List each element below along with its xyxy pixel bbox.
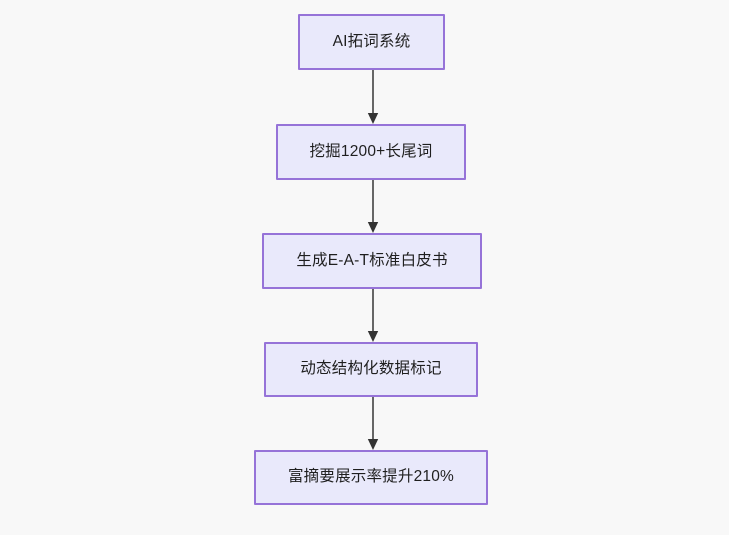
flowchart-edge-3	[366, 289, 380, 342]
flowchart-edge-1	[366, 70, 380, 124]
flowchart-node-rich-snippet-impression-uplift[interactable]: 富摘要展示率提升210%	[254, 450, 488, 505]
flowchart-edge-2	[366, 180, 380, 233]
flowchart-edge-4	[366, 397, 380, 450]
node-label: 富摘要展示率提升210%	[287, 468, 455, 486]
flowchart-node-dynamic-structured-data-markup[interactable]: 动态结构化数据标记	[264, 342, 478, 397]
node-label: 生成E-A-T标准白皮书	[296, 251, 448, 269]
node-label: 动态结构化数据标记	[300, 360, 442, 378]
node-label: 挖掘1200+长尾词	[309, 142, 433, 160]
flowchart-node-ai-keyword-system[interactable]: AI拓词系统	[298, 14, 445, 70]
flowchart-node-mine-longtail-keywords[interactable]: 挖掘1200+长尾词	[276, 124, 466, 180]
flowchart-node-generate-eat-whitepaper[interactable]: 生成E-A-T标准白皮书	[262, 233, 482, 289]
node-label: AI拓词系统	[332, 32, 411, 50]
